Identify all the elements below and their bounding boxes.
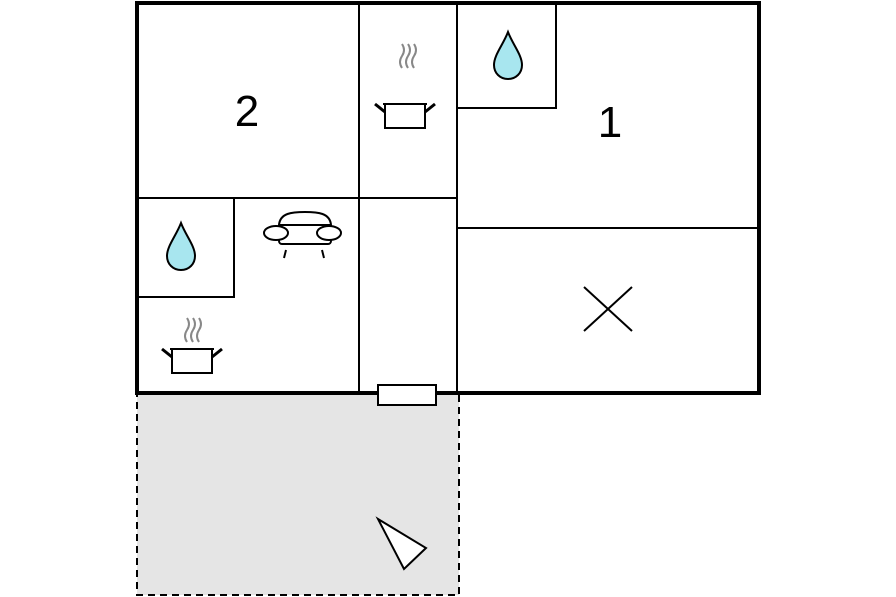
room-number-2: 2: [235, 87, 259, 136]
interior-walls: [137, 3, 759, 392]
terrace-door: [377, 384, 437, 406]
water-drop-icon: [492, 29, 524, 81]
bathroom-1-walls: [457, 3, 557, 109]
terrace-fill: [136, 392, 460, 596]
terrace-area: [136, 392, 460, 596]
cross-icon: [583, 286, 633, 332]
water-drop-icon: [165, 220, 197, 272]
bathroom-2-walls: [137, 198, 235, 298]
outer-walls: [135, 1, 761, 395]
cooking-pot-icon: [161, 317, 223, 374]
room-number-1: 1: [598, 98, 622, 147]
cooking-pot-icon: [374, 43, 436, 129]
view-direction-icon: [375, 516, 428, 571]
sofa-icon: [263, 210, 342, 259]
